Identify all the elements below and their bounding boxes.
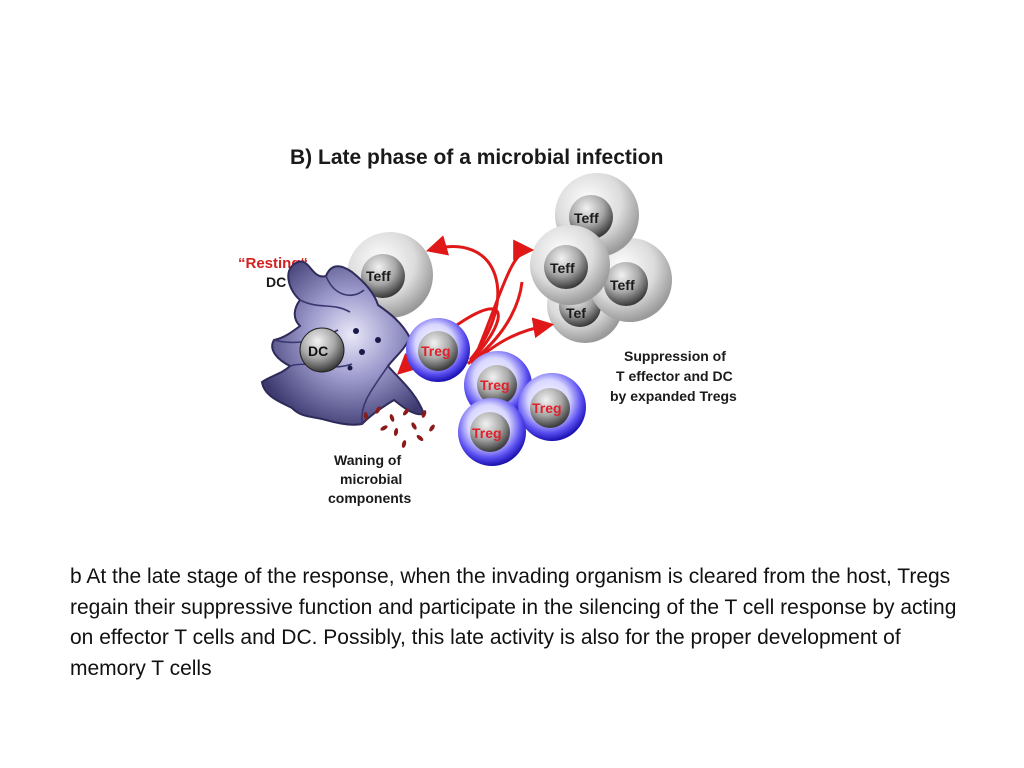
- figure-title: B) Late phase of a microbial infection: [290, 146, 663, 169]
- resting-dc-label: DC: [266, 274, 286, 290]
- treg-label: Treg: [472, 425, 502, 441]
- teff-label: Teff: [610, 277, 635, 293]
- waning-label-line3: components: [328, 490, 411, 506]
- teff-cell-resting: Teff: [347, 232, 433, 318]
- microbe-dot: [359, 349, 365, 355]
- arrow-extra-bend: [475, 281, 524, 360]
- caption-paragraph: b At the late stage of the response, whe…: [70, 565, 957, 649]
- teff-cluster: Tef Teff Teff Teff: [530, 173, 672, 343]
- suppression-label-line3: by expanded Tregs: [610, 388, 737, 404]
- microbe-dot: [353, 328, 359, 334]
- figure-caption: b At the late stage of the response, whe…: [70, 562, 980, 684]
- microbe-dot: [375, 337, 381, 343]
- treg-cell-3: Treg: [518, 373, 586, 441]
- arrow-to-teff-cluster-top: [470, 239, 535, 365]
- microbe-dot: [347, 365, 353, 371]
- waning-label-line2: microbial: [340, 471, 402, 487]
- teff-partial-label: Tef: [566, 305, 586, 321]
- late-phase-diagram: B) Late phase of a microbial infection “…: [238, 146, 737, 506]
- treg-cell-4: Treg: [458, 398, 526, 466]
- teff-label: Teff: [366, 268, 391, 284]
- microbial-fragments: [363, 406, 435, 448]
- waning-label-line1: Waning of: [334, 452, 401, 468]
- treg-cell-1: Treg: [406, 318, 470, 382]
- treg-label: Treg: [421, 343, 451, 359]
- teff-label: Teff: [574, 210, 599, 226]
- caption-last-line: memory T cells: [70, 656, 212, 680]
- teff-label: Teff: [550, 260, 575, 276]
- suppression-label-line1: Suppression of: [624, 348, 726, 364]
- teff-cell-left: Teff: [530, 225, 610, 305]
- dc-cell-label: DC: [308, 343, 328, 359]
- suppression-label-line2: T effector and DC: [616, 368, 733, 384]
- treg-label: Treg: [532, 400, 562, 416]
- arrow-to-teff-resting: [425, 235, 500, 361]
- treg-label: Treg: [480, 377, 510, 393]
- dendritic-cell: DC: [260, 260, 426, 426]
